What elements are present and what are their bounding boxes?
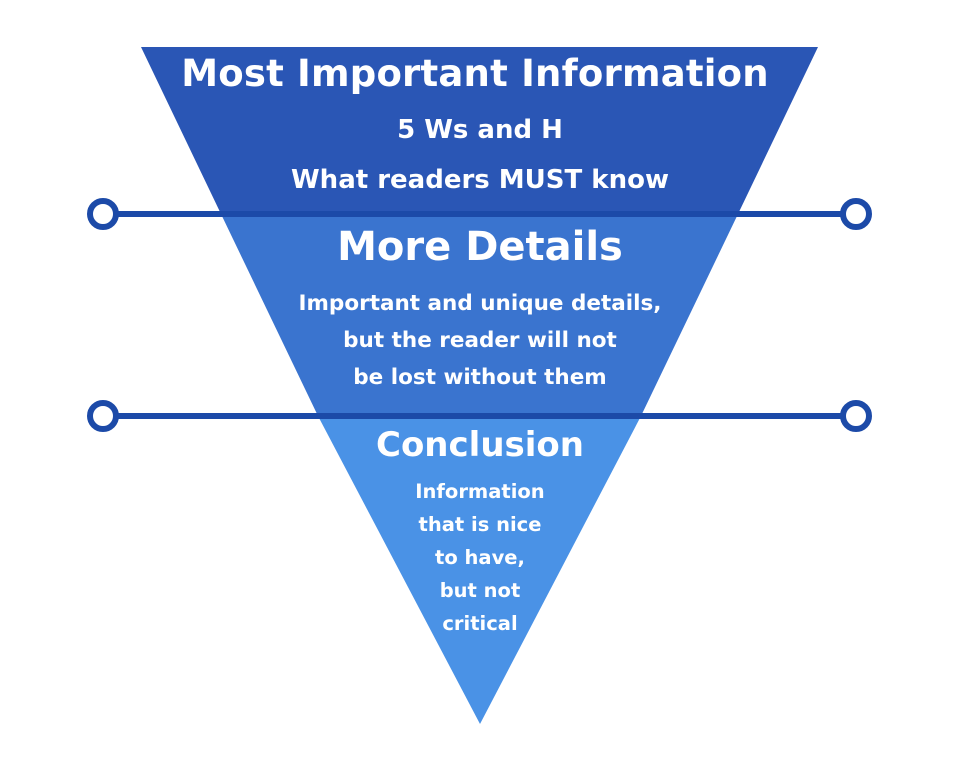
section-1-line-2: What readers MUST know: [291, 165, 669, 195]
section-title-more-details: More Details: [337, 224, 623, 270]
section-title-most-important: Most Important Information: [181, 52, 769, 95]
section-3-line-1: Information: [415, 480, 545, 503]
section-1-line-1: 5 Ws and H: [397, 115, 563, 145]
divider-1-left-node: [87, 198, 119, 230]
section-3-line-5: critical: [442, 612, 518, 635]
section-2-line-3: be lost without them: [353, 365, 607, 390]
divider-2-right-node: [840, 400, 872, 432]
pyramid-middle-band: [221, 214, 738, 416]
section-3-line-4: but not: [439, 579, 521, 602]
divider-2-left-node: [87, 400, 119, 432]
section-3-line-3: to have,: [435, 546, 525, 569]
section-2-line-1: Important and unique details,: [298, 291, 662, 316]
pyramid-top-band: [141, 47, 818, 214]
section-3-line-2: that is nice: [418, 513, 542, 536]
section-title-conclusion: Conclusion: [376, 425, 584, 465]
section-2-line-2: but the reader will not: [343, 328, 617, 353]
divider-1-right-node: [840, 198, 872, 230]
pyramid-bottom-band: [318, 416, 641, 724]
